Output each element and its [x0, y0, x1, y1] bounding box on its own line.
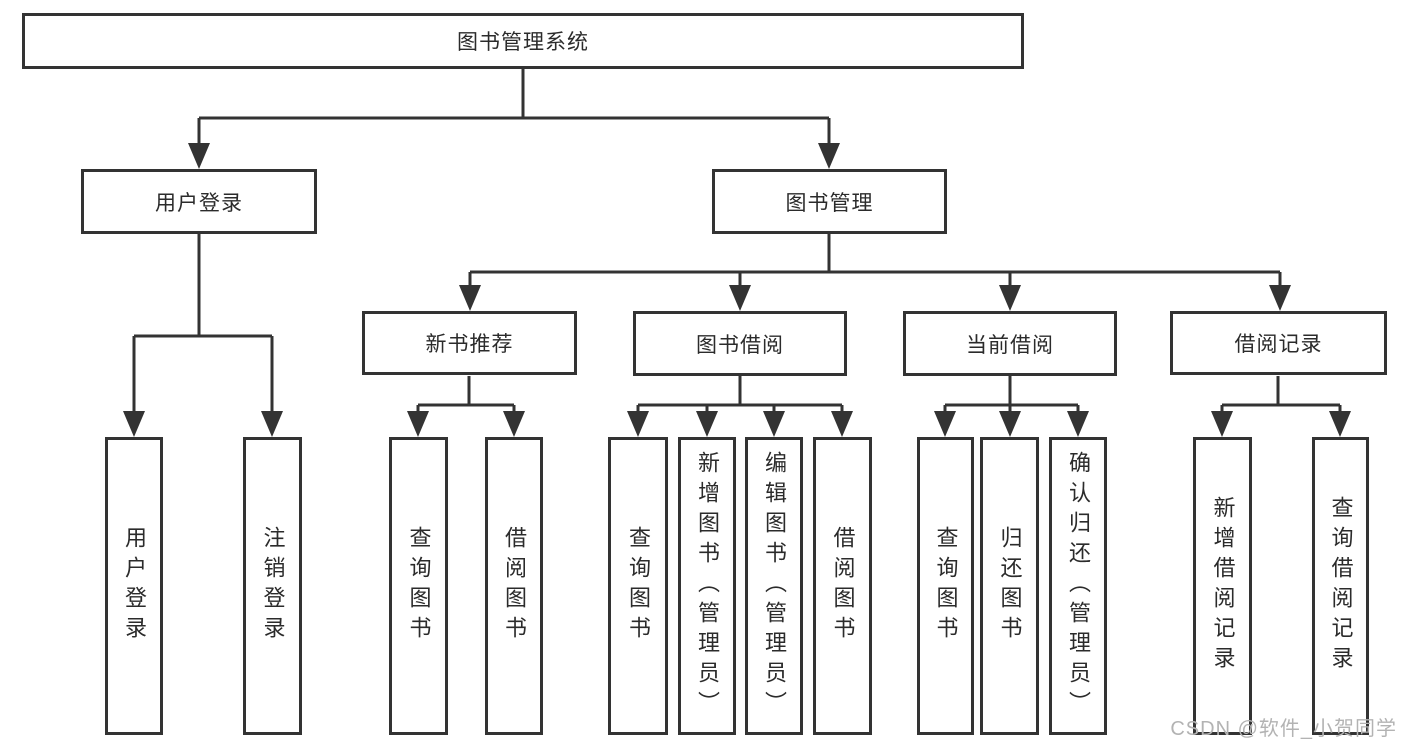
- leaf-logout: 注销登录: [243, 437, 302, 735]
- leaf-label: 注销登录: [260, 526, 286, 646]
- leaf-label: 确认归还（管理员）: [1066, 451, 1091, 721]
- node-new-book-recommend: 新书推荐: [362, 311, 577, 375]
- node-borrow-record: 借阅记录: [1170, 311, 1387, 375]
- node-label: 当前借阅: [966, 333, 1054, 357]
- csdn-watermark: CSDN @软件_小贺同学: [1170, 718, 1397, 740]
- leaf-newbook-query-book: 查询图书: [389, 437, 448, 735]
- node-label: 用户登录: [155, 191, 243, 215]
- leaf-borrow-edit-book-admin: 编辑图书（管理员）: [745, 437, 803, 735]
- node-label: 图书借阅: [696, 333, 784, 357]
- leaf-label: 编辑图书（管理员）: [762, 451, 787, 721]
- node-label: 新书推荐: [425, 333, 514, 356]
- leaf-label: 借阅图书: [830, 526, 856, 646]
- leaf-label: 查询借阅记录: [1328, 496, 1354, 676]
- leaf-record-query-record: 查询借阅记录: [1312, 437, 1369, 735]
- node-library-management-system: 图书管理系统: [22, 13, 1024, 69]
- leaf-label: 用户登录: [122, 526, 147, 646]
- node-label: 借阅记录: [1234, 333, 1323, 356]
- node-label: 图书管理系统: [457, 31, 589, 54]
- leaf-label: 查询图书: [626, 526, 651, 646]
- leaf-current-return-book: 归还图书: [980, 437, 1039, 735]
- node-user-login: 用户登录: [81, 169, 317, 234]
- leaf-record-add-record: 新增借阅记录: [1193, 437, 1252, 735]
- node-book-management: 图书管理: [712, 169, 947, 234]
- arrow-heads: [123, 143, 1351, 437]
- leaf-newbook-borrow-book: 借阅图书: [485, 437, 543, 735]
- leaf-borrow-add-book-admin: 新增图书（管理员）: [678, 437, 736, 735]
- node-current-borrow: 当前借阅: [903, 311, 1117, 376]
- leaf-borrow-query-book: 查询图书: [608, 437, 668, 735]
- leaf-borrow-borrow-book: 借阅图书: [813, 437, 872, 735]
- leaf-label: 查询图书: [933, 526, 959, 646]
- node-label: 图书管理: [785, 191, 874, 215]
- leaf-label: 借阅图书: [502, 526, 527, 646]
- leaf-current-query-book: 查询图书: [917, 437, 974, 735]
- leaf-current-confirm-return-admin: 确认归还（管理员）: [1049, 437, 1107, 735]
- leaf-label: 归还图书: [997, 526, 1023, 646]
- leaf-user-login: 用户登录: [105, 437, 163, 735]
- leaf-label: 新增图书（管理员）: [695, 451, 720, 721]
- leaf-label: 新增借阅记录: [1210, 496, 1236, 676]
- node-book-borrow: 图书借阅: [633, 311, 847, 376]
- connector-segments: [134, 69, 1340, 407]
- leaf-label: 查询图书: [406, 526, 432, 646]
